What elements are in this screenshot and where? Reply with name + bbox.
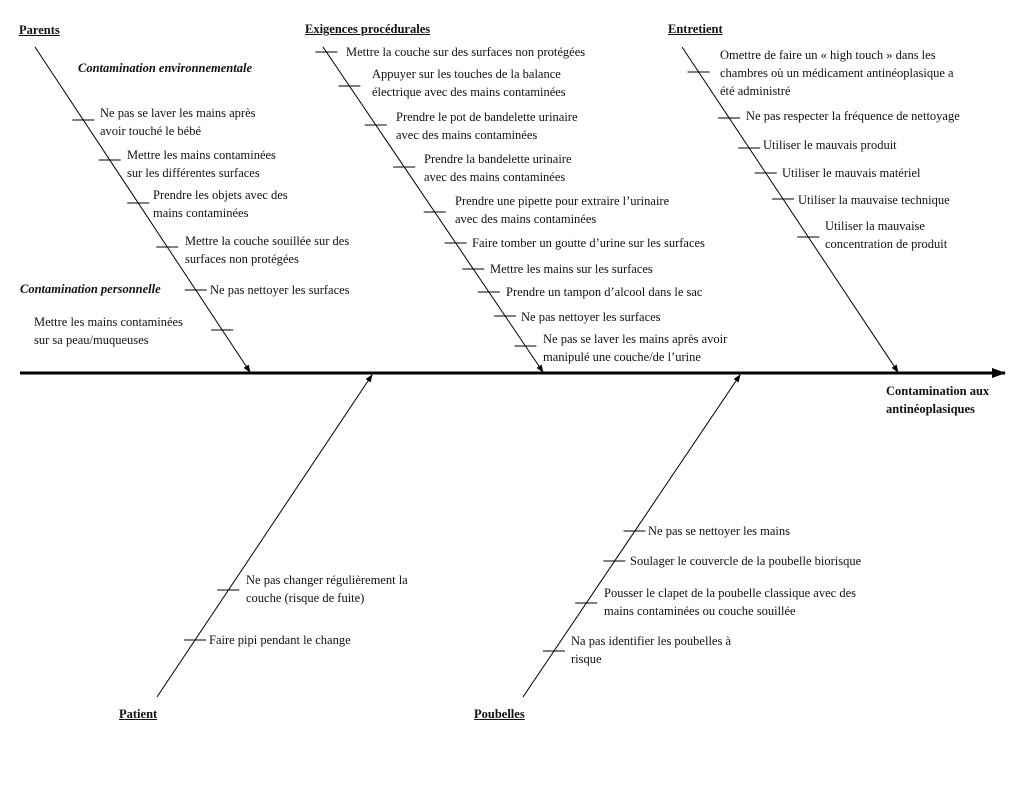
bone-entretient bbox=[681, 46, 899, 373]
cause-item: Utiliser le mauvais produit bbox=[763, 138, 897, 152]
cause-item: Ne pas se laver les mains après avoir ma… bbox=[543, 332, 728, 364]
cause-item: Ne pas se laver les mains après avoir to… bbox=[100, 106, 256, 138]
cause-item: Faire pipi pendant le change bbox=[209, 633, 351, 647]
cause-item: Ne pas se nettoyer les mains bbox=[648, 524, 790, 538]
cause-item: Ne pas nettoyer les surfaces bbox=[521, 310, 661, 324]
cause-item: Mettre les mains contaminées sur sa peau… bbox=[34, 315, 183, 347]
subcategory-personnelle: Contamination personnelle bbox=[20, 282, 161, 296]
cause-item: Appuyer sur les touches de la balance él… bbox=[372, 67, 566, 99]
cause-item: Prendre un tampon d’alcool dans le sac bbox=[506, 285, 703, 299]
cause-item: Mettre la couche souillée sur des surfac… bbox=[185, 234, 350, 266]
cause-item: Utiliser la mauvaise technique bbox=[798, 193, 950, 207]
cause-item: Prendre le pot de bandelette urinaire av… bbox=[396, 110, 578, 142]
bone-poubelles bbox=[522, 374, 741, 698]
cause-item: Pousser le clapet de la poubelle classiq… bbox=[604, 586, 856, 618]
category-poubelles-title: Poubelles bbox=[474, 707, 525, 721]
cause-item: Ne pas nettoyer les surfaces bbox=[210, 283, 350, 297]
effect-label: Contamination aux antinéoplasiques bbox=[886, 384, 990, 416]
category-parents-title: Parents bbox=[19, 23, 60, 37]
cause-item: Faire tomber un goutte d’urine sur les s… bbox=[472, 236, 705, 250]
cause-item: Prendre une pipette pour extraire l’urin… bbox=[455, 194, 670, 226]
cause-item: Omettre de faire un « high touch » dans … bbox=[720, 48, 954, 98]
subcategory-environnementale: Contamination environnementale bbox=[78, 61, 252, 75]
category-patient-title: Patient bbox=[119, 707, 158, 721]
cause-item: Utiliser la mauvaise concentration de pr… bbox=[825, 219, 948, 251]
cause-item: Na pas identifier les poubelles à risque bbox=[571, 634, 732, 666]
cause-item: Prendre les objets avec des mains contam… bbox=[153, 188, 288, 220]
cause-item: Ne pas respecter la fréquence de nettoya… bbox=[746, 109, 960, 123]
cause-item: Mettre les mains sur les surfaces bbox=[490, 262, 653, 276]
category-entretient-title: Entretient bbox=[668, 22, 723, 36]
cause-item: Prendre la bandelette urinaire avec des … bbox=[424, 152, 572, 184]
bone-parents bbox=[34, 46, 251, 373]
cause-item: Ne pas changer régulièrement la couche (… bbox=[246, 573, 408, 605]
bone-exigences bbox=[322, 46, 544, 373]
cause-item: Mettre la couche sur des surfaces non pr… bbox=[346, 45, 586, 59]
cause-item: Mettre les mains contaminées sur les dif… bbox=[127, 148, 276, 180]
cause-item: Utiliser le mauvais matériel bbox=[782, 166, 921, 180]
bone-patient bbox=[156, 374, 373, 698]
cause-item: Soulager le couvercle de la poubelle bio… bbox=[630, 554, 862, 568]
category-exigences-title: Exigences procédurales bbox=[305, 22, 431, 36]
